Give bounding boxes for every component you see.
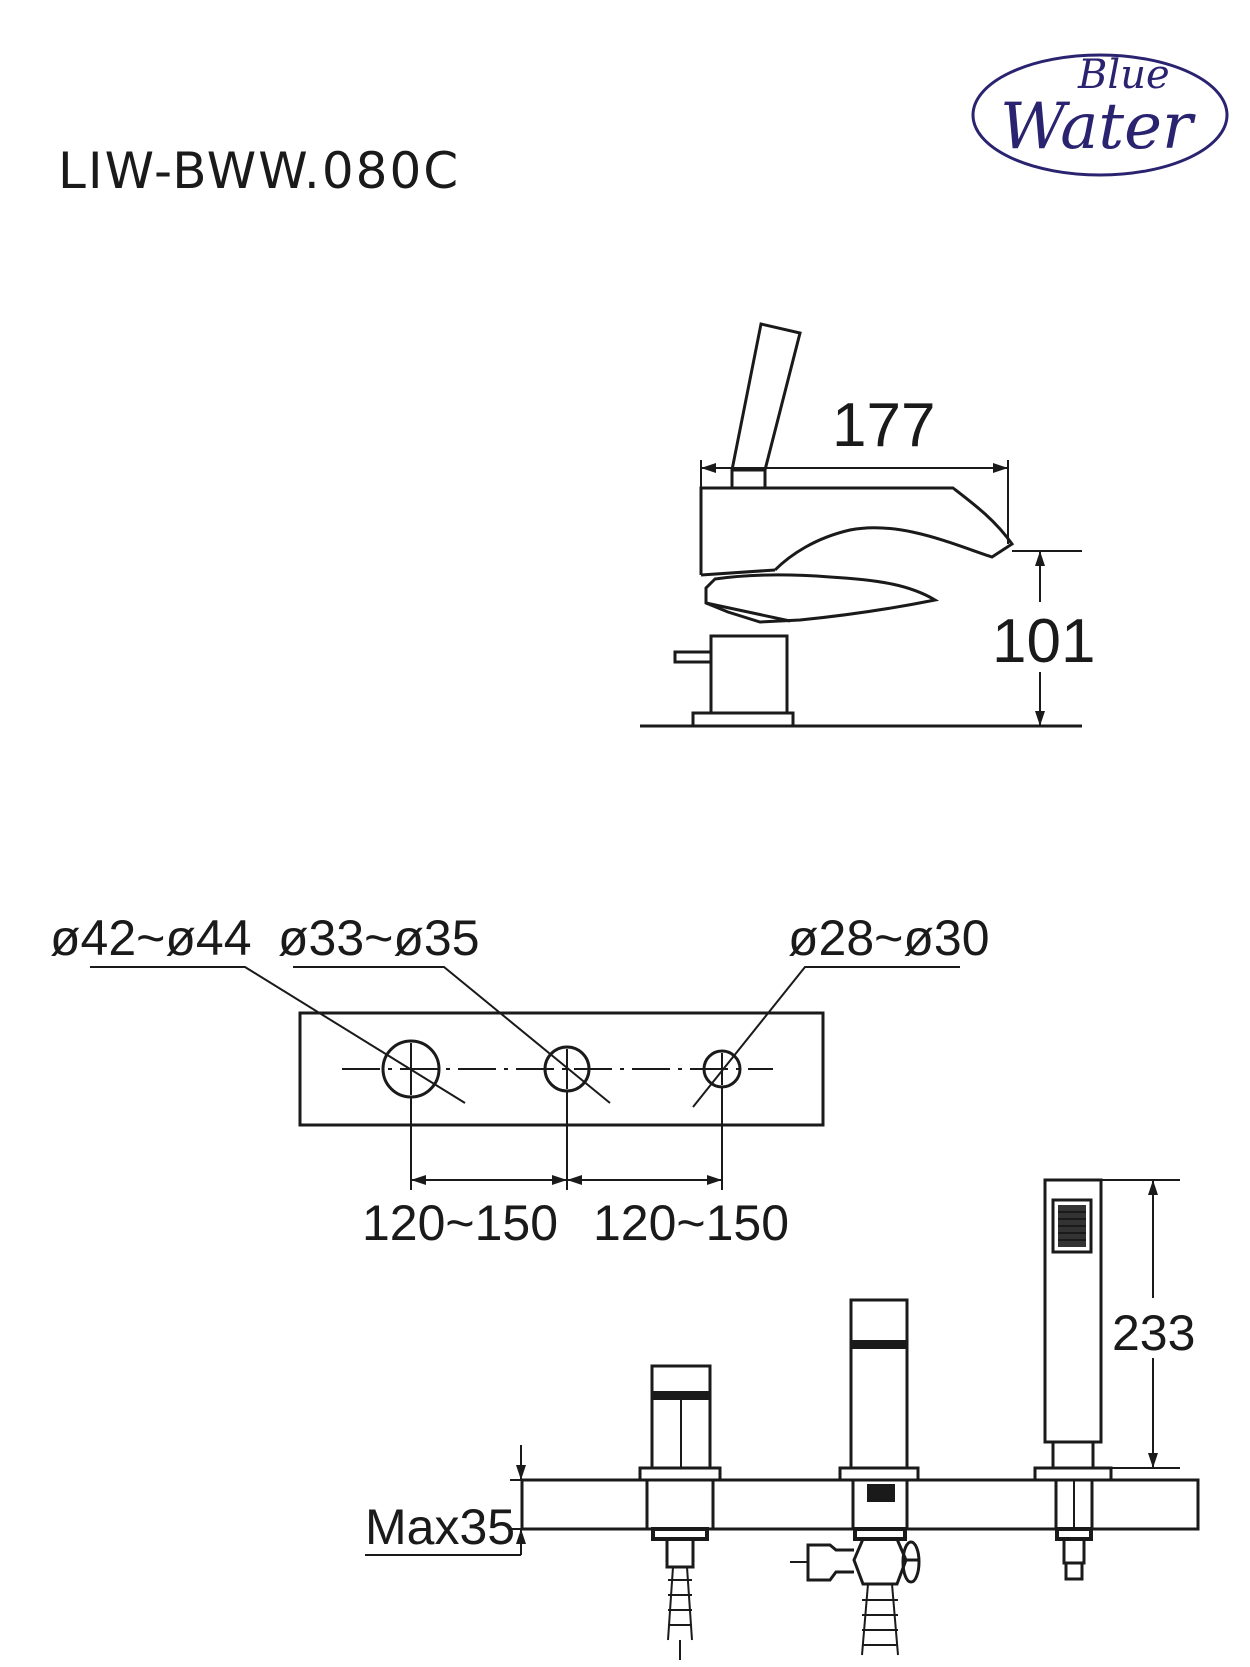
logo-line2: Water	[1000, 90, 1196, 164]
length-dimension: 177	[832, 391, 935, 460]
max-deck-thickness-label: Max35	[365, 1499, 515, 1555]
model-code: LIW-BWW.080C	[58, 142, 460, 200]
hole1-diameter-label: ø42~ø44	[50, 910, 252, 966]
handshower: 233	[1033, 1178, 1198, 1581]
hole2-diameter-label: ø33~ø35	[278, 910, 480, 966]
side-view: 177 101	[640, 322, 1095, 728]
front-view: 233 Max35	[365, 1178, 1200, 1660]
handshower-height-label: 233	[1112, 1305, 1195, 1361]
logo-line1: Blue	[1077, 52, 1170, 98]
brand-logo: Blue Water	[971, 52, 1229, 177]
lever-valve	[638, 1364, 722, 1660]
spacing2-label: 120~150	[593, 1195, 789, 1251]
hole3-diameter-label: ø28~ø30	[788, 910, 990, 966]
height-dimension: 101	[992, 607, 1095, 676]
spacing1-label: 120~150	[362, 1195, 558, 1251]
deck-thickness-dimension: Max35	[365, 1445, 526, 1556]
spout-valve	[790, 1298, 921, 1656]
plan-view: ø42~ø44 ø33~ø35 ø28~ø30 120~150 120~150	[50, 910, 990, 1251]
